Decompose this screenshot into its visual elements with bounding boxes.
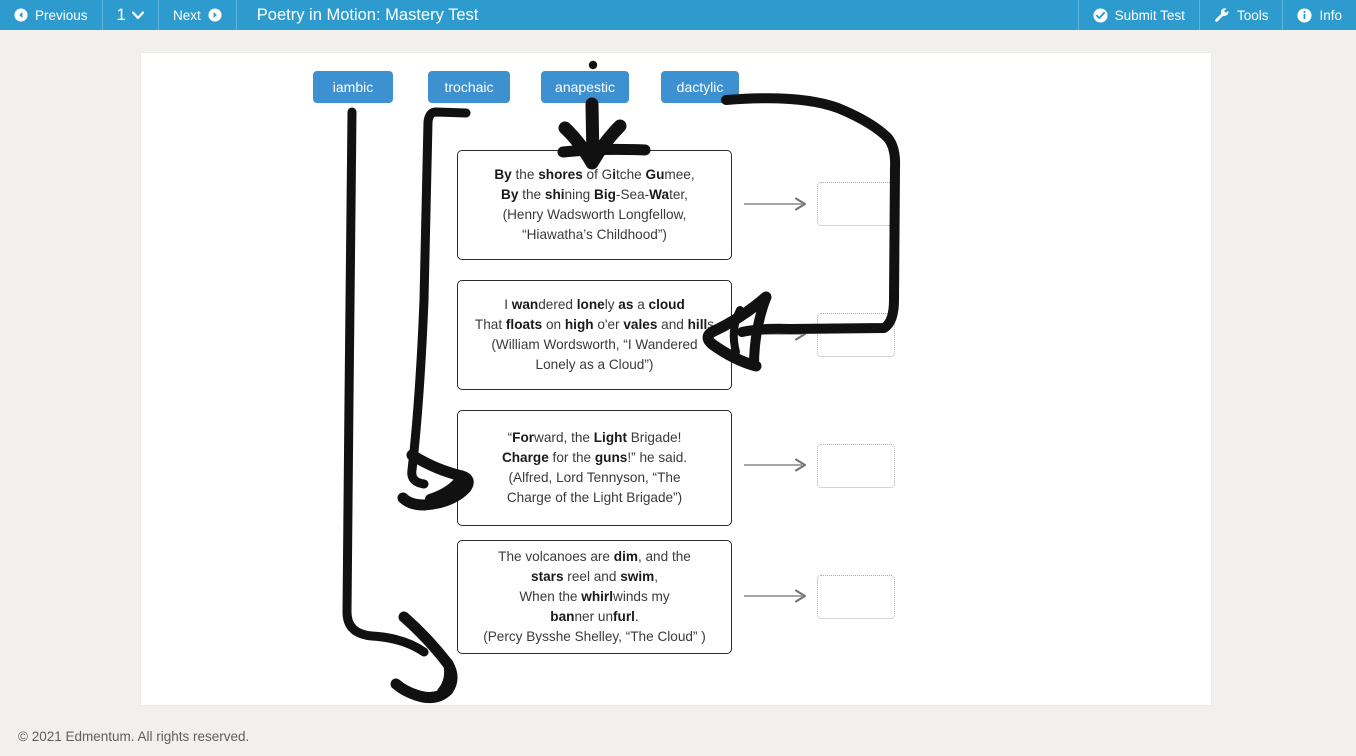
- draggable-tile-dactylic[interactable]: dactylic: [661, 71, 739, 103]
- stressed-syllable: lone: [576, 297, 605, 312]
- poem-line: stars reel and swim,: [531, 569, 658, 584]
- tile-label: iambic: [332, 79, 374, 95]
- tools-label: Tools: [1236, 7, 1269, 23]
- stressed-syllable: hill: [687, 317, 708, 332]
- info-circle-icon: [1297, 7, 1312, 23]
- poem-line: (William Wordsworth, “I Wandered: [491, 337, 698, 352]
- stressed-syllable: shi: [544, 187, 565, 202]
- poem-line: Lonely as a Cloud”): [535, 357, 654, 372]
- stressed-syllable: cloud: [648, 297, 685, 312]
- arrow-right-circle-icon: [208, 8, 222, 22]
- arrow-left-circle-icon: [14, 8, 28, 22]
- stressed-syllable: i: [612, 167, 617, 182]
- draggable-tile-anapestic[interactable]: anapestic: [541, 71, 629, 103]
- copyright-text: © 2021 Edmentum. All rights reserved.: [18, 728, 250, 744]
- stressed-syllable: as: [618, 297, 634, 312]
- stressed-syllable: dim: [613, 549, 638, 564]
- stressed-syllable: By: [494, 167, 512, 182]
- connector-arrow-4: [744, 589, 806, 603]
- stressed-syllable: Light: [593, 430, 627, 445]
- connector-arrow-1: [744, 197, 806, 211]
- tile-label: anapestic: [555, 79, 615, 95]
- stressed-syllable: Big: [594, 187, 616, 202]
- stressed-syllable: swim: [620, 569, 655, 584]
- previous-button[interactable]: Previous: [0, 0, 103, 30]
- page-number-dropdown[interactable]: 1: [103, 0, 159, 30]
- draggable-tile-trochaic[interactable]: trochaic: [428, 71, 510, 103]
- poem-line: “Hiawatha’s Childhood”): [522, 227, 667, 242]
- stressed-syllable: wan: [511, 297, 539, 312]
- tools-button[interactable]: Tools: [1198, 0, 1283, 30]
- drop-target-3[interactable]: [817, 444, 895, 488]
- stressed-syllable: stars: [531, 569, 564, 584]
- poem-line: (Percy Bysshe Shelley, “The Cloud” ): [483, 629, 706, 644]
- poem-line: By the shining Big-Sea-Water,: [501, 187, 688, 202]
- next-label: Next: [173, 7, 201, 23]
- drop-target-4[interactable]: [817, 575, 895, 619]
- poem-box-1: By the shores of Gitche Gumee, By the shi…: [457, 150, 732, 260]
- poem-line: I wandered lonely as a cloud: [504, 297, 685, 312]
- poem-box-4: The volcanoes are dim, and the stars reel…: [457, 540, 732, 654]
- stressed-syllable: high: [564, 317, 594, 332]
- stressed-syllable: furl: [613, 609, 635, 624]
- stressed-syllable: vales: [623, 317, 658, 332]
- poem-line: Charge for the guns!” he said.: [501, 450, 688, 465]
- topbar-actions: Submit Test Tools Info: [1077, 0, 1356, 30]
- poem-line: (Alfred, Lord Tennyson, “The: [508, 470, 681, 485]
- page-number-value: 1: [116, 5, 126, 24]
- stressed-syllable: floats: [505, 317, 543, 332]
- stressed-syllable: For: [512, 430, 535, 445]
- drop-target-2[interactable]: [817, 313, 895, 357]
- poem-line: When the whirlwinds my: [519, 589, 670, 604]
- stressed-syllable: Charge: [501, 450, 549, 465]
- poem-line: “Forward, the Light Brigade!: [507, 430, 682, 445]
- poem-box-3: “Forward, the Light Brigade! Charge for t…: [457, 410, 732, 526]
- poem-line: The volcanoes are dim, and the: [498, 549, 691, 564]
- poem-line: banner unfurl.: [550, 609, 639, 624]
- chevron-down-icon: [132, 10, 144, 20]
- info-button[interactable]: Info: [1282, 0, 1356, 30]
- connector-arrow-3: [744, 458, 806, 472]
- info-label: Info: [1319, 7, 1342, 23]
- poem-line: By the shores of Gitche Gumee,: [494, 167, 695, 182]
- page-title: Poetry in Motion: Mastery Test: [256, 5, 479, 24]
- next-button[interactable]: Next: [159, 0, 237, 30]
- poem-line: That floats on high o'er vales and hills: [474, 317, 715, 332]
- stressed-syllable: whirl: [581, 589, 614, 604]
- previous-label: Previous: [35, 7, 88, 23]
- stressed-syllable: shores: [538, 167, 583, 182]
- poem-line: Charge of the Light Brigade”): [506, 490, 683, 505]
- stressed-syllable: Wa: [649, 187, 670, 202]
- wrench-icon: [1214, 7, 1230, 23]
- draggable-tile-iambic[interactable]: iambic: [313, 71, 393, 103]
- tile-label: dactylic: [676, 79, 724, 95]
- stressed-syllable: Gu: [645, 167, 665, 182]
- stressed-syllable: ban: [550, 609, 575, 624]
- poem-line: (Henry Wadsworth Longfellow,: [502, 207, 687, 222]
- stressed-syllable: guns: [594, 450, 628, 465]
- check-circle-icon: [1093, 7, 1108, 23]
- submit-test-label: Submit Test: [1114, 7, 1185, 23]
- footer-bar: © 2021 Edmentum. All rights reserved.: [0, 716, 1356, 756]
- submit-test-button[interactable]: Submit Test: [1077, 0, 1199, 30]
- top-navigation-bar: Previous 1 Next Poetry in Motion: Master…: [0, 0, 1356, 30]
- drop-target-1[interactable]: [817, 182, 895, 226]
- connector-arrow-2: [744, 327, 806, 341]
- tile-label: trochaic: [444, 79, 494, 95]
- stressed-syllable: By: [501, 187, 519, 202]
